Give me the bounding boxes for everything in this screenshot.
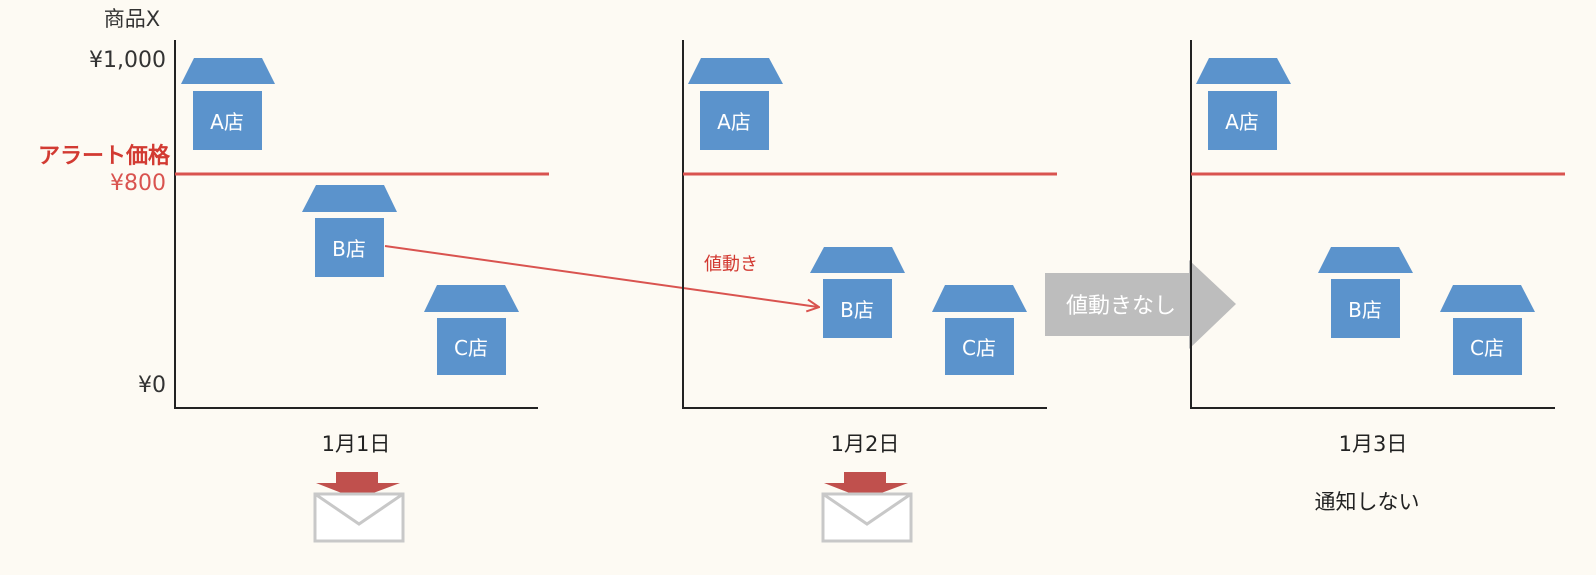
panel-1-store-a: A店: [181, 58, 275, 150]
down-arrow-icon: [316, 472, 400, 499]
price-change-arrow: [384, 245, 818, 307]
panel-3-store-a: A店: [1196, 58, 1291, 150]
envelope-icon: [821, 492, 913, 543]
house-body: [1453, 318, 1522, 375]
alert-price-label: アラート価格: [38, 143, 171, 169]
house-roof: [302, 185, 397, 212]
store-label: B店: [332, 237, 366, 261]
store-label: C店: [1470, 336, 1504, 360]
panel-day-1: A店 B店 C店 1月1日: [174, 40, 549, 543]
panel-2-store-a: A店: [688, 58, 783, 150]
panel-1-store-b: B店: [302, 185, 397, 277]
y-axis-bottom-label: ¥0: [138, 373, 166, 398]
down-arrow-icon: [824, 472, 908, 499]
house-roof: [1440, 285, 1535, 312]
panel-2-store-c: C店: [932, 285, 1027, 375]
house-body: [945, 318, 1014, 375]
house-roof: [932, 285, 1027, 312]
store-label: A店: [1225, 110, 1259, 134]
envelope-flap: [822, 492, 912, 526]
envelope-flap: [314, 492, 404, 526]
no-change-label: 値動きなし: [1066, 294, 1176, 319]
alert-price-value: ¥800: [110, 171, 166, 196]
house-body: [437, 318, 506, 375]
house-body: [193, 91, 262, 150]
panel-3-axes: [1190, 40, 1555, 409]
house-body: [823, 279, 892, 338]
house-roof: [424, 285, 519, 312]
product-label: 商品X: [104, 7, 160, 31]
panel-1-date: 1月1日: [322, 432, 391, 456]
envelope-icon: [313, 492, 405, 543]
store-label: B店: [840, 298, 874, 322]
panel-1-store-c: C店: [424, 285, 519, 375]
store-label: C店: [454, 336, 488, 360]
panel-3-store-c: C店: [1440, 285, 1535, 375]
panel-1-email-icon: [313, 472, 405, 543]
panel-day-3: A店 B店 C店 1月3日 通知しない: [1190, 40, 1565, 514]
house-roof: [181, 58, 275, 84]
house-roof: [1196, 58, 1291, 84]
store-label: B店: [1348, 298, 1382, 322]
panel-3-store-b: B店: [1318, 247, 1413, 338]
store-label: A店: [717, 110, 751, 134]
house-body: [700, 91, 769, 150]
y-axis-top-label: ¥1,000: [89, 48, 166, 73]
house-body: [1208, 91, 1277, 150]
store-label: C店: [962, 336, 996, 360]
house-roof: [810, 247, 905, 273]
panel-2-axes: [682, 40, 1047, 409]
panel-2-email-icon: [821, 472, 913, 543]
store-label: A店: [210, 110, 244, 134]
panel-3-notification-text: 通知しない: [1315, 490, 1420, 514]
price-change-label: 値動き: [704, 254, 758, 275]
panel-2-date: 1月2日: [831, 432, 900, 456]
house-body: [1331, 279, 1400, 338]
panel-2-store-b: B店: [810, 247, 905, 338]
house-roof: [688, 58, 783, 84]
panel-day-2: A店 値動き B店 C店 1月2日: [682, 40, 1057, 543]
right-arrow-icon: [1045, 260, 1236, 349]
house-body: [315, 218, 384, 277]
panel-1-axes: [174, 40, 538, 409]
no-change-arrow: 値動きなし: [1045, 260, 1236, 349]
house-roof: [1318, 247, 1413, 273]
panel-3-date: 1月3日: [1339, 432, 1408, 456]
